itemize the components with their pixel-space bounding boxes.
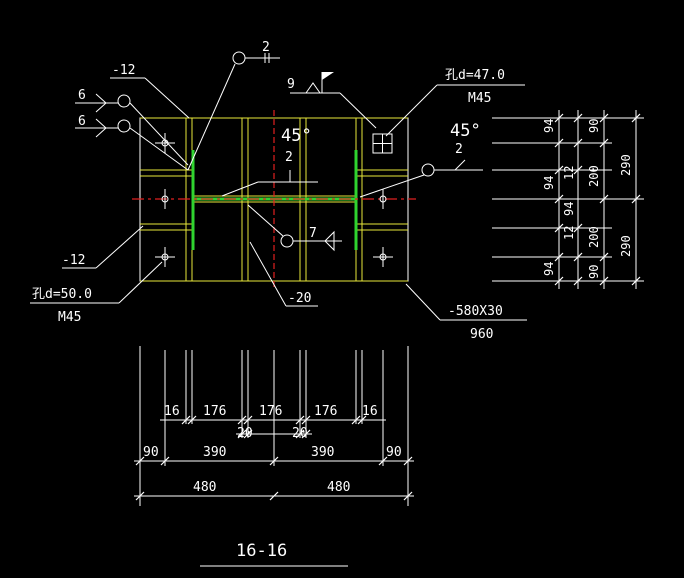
label-weld-9: 9 — [287, 77, 295, 92]
dim-right-94-b: 94 — [542, 176, 556, 190]
right-dimensions — [492, 110, 644, 289]
centerlines — [132, 110, 416, 288]
label-weld-2-right: 2 — [455, 142, 463, 157]
dim-right-12-a: 12 — [562, 166, 576, 180]
section-title: 16-16 — [236, 541, 287, 561]
dim-bottom-390-b: 390 — [311, 445, 334, 460]
bolt-hole-bottom-left — [155, 247, 175, 267]
dim-right-94-c: 94 — [542, 262, 556, 276]
label-hole-top: 孔d=47.0 — [445, 68, 505, 83]
right-dimension-labels: 94 94 94 94 12 12 90 200 200 90 290 290 — [542, 119, 633, 279]
bolt-hole-bottom-right — [373, 247, 393, 267]
dim-bottom-390-a: 390 — [203, 445, 226, 460]
dim-bottom-20-a: 20 — [237, 426, 253, 441]
label-weld-6-b: 6 — [78, 114, 86, 129]
label-hole-left: 孔d=50.0 — [32, 287, 92, 302]
label-plate-main-sub: 960 — [470, 327, 493, 342]
label-weld-2-center: 2 — [285, 150, 293, 165]
label-plate-12-left: -12 — [62, 253, 85, 268]
label-plate-20: -20 — [288, 291, 311, 306]
bottom-dimensions — [134, 346, 414, 506]
dim-bottom-176-a: 176 — [203, 404, 226, 419]
dim-bottom-90-a: 90 — [143, 445, 159, 460]
dim-bottom-20-b: 20 — [292, 426, 308, 441]
bolt-hole-mid-left — [161, 189, 169, 209]
dim-right-200-a: 200 — [587, 165, 601, 187]
label-bolt-left: M45 — [58, 310, 81, 325]
dim-right-200-b: 200 — [587, 226, 601, 248]
dim-bottom-480-a: 480 — [193, 480, 216, 495]
bolt-hole-top-right — [372, 133, 393, 154]
leaders — [30, 51, 527, 321]
bolt-hole-mid-right — [379, 189, 387, 209]
dim-bottom-176-b: 176 — [259, 404, 282, 419]
dim-right-94-a: 94 — [542, 119, 556, 133]
bottom-dimension-labels: 16 176 176 176 16 20 20 90 390 390 90 48… — [143, 404, 402, 495]
bolt-hole-top-left — [155, 133, 175, 153]
plan-labels: -12 6 6 2 9 孔d=47.0 M45 45° 2 45° 2 7 -1… — [32, 40, 505, 342]
dim-right-90-a: 90 — [587, 119, 601, 133]
dim-right-90-b: 90 — [587, 265, 601, 279]
label-plate-main: -580X30 — [448, 304, 503, 319]
bolt-holes — [155, 133, 393, 267]
dim-right-290-b: 290 — [619, 235, 633, 257]
label-angle-right: 45° — [450, 121, 481, 141]
dim-bottom-16-b: 16 — [362, 404, 378, 419]
label-plate-12-top: -12 — [112, 63, 135, 78]
label-angle-center: 45° — [281, 126, 312, 146]
dim-bottom-176-c: 176 — [314, 404, 337, 419]
dim-bottom-480-b: 480 — [327, 480, 350, 495]
label-bolt-top: M45 — [468, 91, 491, 106]
dim-right-12-b: 12 — [562, 226, 576, 240]
dim-bottom-90-b: 90 — [386, 445, 402, 460]
label-weld-6-a: 6 — [78, 88, 86, 103]
dim-right-94-d: 94 — [562, 202, 576, 216]
label-weld-2-top: 2 — [262, 40, 270, 55]
dim-right-290-a: 290 — [619, 154, 633, 176]
label-weld-7: 7 — [309, 226, 317, 241]
dim-bottom-16-a: 16 — [164, 404, 180, 419]
stiffener-lines — [140, 117, 408, 282]
